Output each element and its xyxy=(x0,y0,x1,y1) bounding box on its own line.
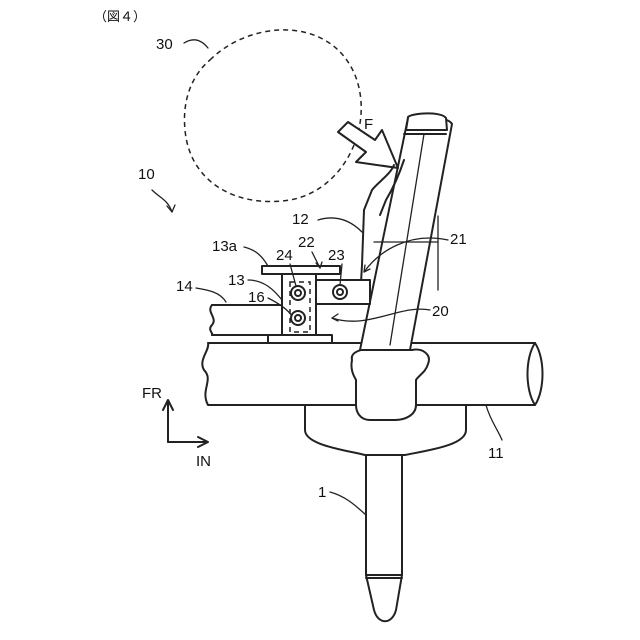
leader-13a xyxy=(244,247,268,266)
label-16: 16 xyxy=(248,289,265,306)
label-14: 14 xyxy=(176,278,193,295)
label-13: 13 xyxy=(228,272,245,289)
label-in: IN xyxy=(196,453,211,470)
label-11: 11 xyxy=(488,445,504,462)
label-10: 10 xyxy=(138,166,155,183)
leader-30 xyxy=(184,40,208,48)
label-24: 24 xyxy=(276,247,293,264)
bolt-24 xyxy=(291,286,305,300)
link-plate-20 xyxy=(316,280,370,304)
label-21: 21 xyxy=(450,231,467,248)
shaft-1 xyxy=(366,455,402,621)
leader-20-arrow xyxy=(332,314,338,321)
label-fr: FR xyxy=(142,385,162,402)
figure-caption: （図４） xyxy=(94,10,146,25)
leader-14 xyxy=(196,288,226,302)
nut-16 xyxy=(291,311,305,325)
bar-14 xyxy=(210,305,280,335)
label-12: 12 xyxy=(292,211,309,228)
label-f: F xyxy=(364,116,373,133)
label-1: 1 xyxy=(318,484,326,501)
leader-1 xyxy=(330,492,366,515)
direction-indicator xyxy=(163,400,208,447)
label-20: 20 xyxy=(432,303,449,320)
label-23: 23 xyxy=(328,247,345,264)
label-22: 22 xyxy=(298,234,315,251)
leader-11 xyxy=(486,405,502,440)
leader-12 xyxy=(318,218,362,232)
label-13a: 13a xyxy=(212,238,238,255)
label-30: 30 xyxy=(156,36,173,53)
sensor-area-circle xyxy=(184,30,361,202)
